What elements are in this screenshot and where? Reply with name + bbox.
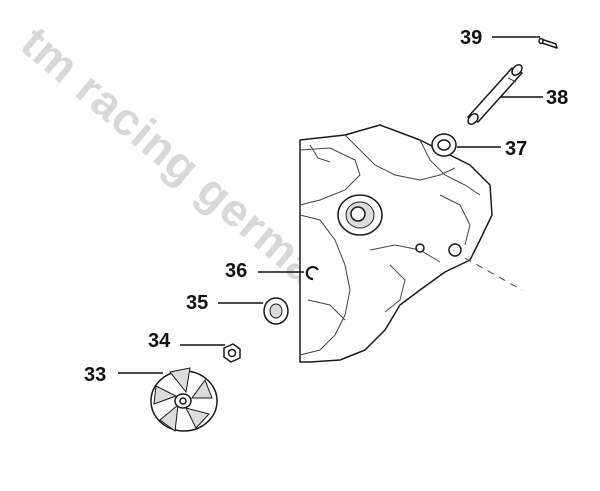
circlip-part bbox=[305, 265, 319, 281]
seal-ring-part bbox=[431, 133, 457, 157]
callout-37: 37 bbox=[505, 138, 527, 160]
callout-35: 35 bbox=[186, 292, 208, 314]
pin-part bbox=[538, 37, 558, 49]
callout-34: 34 bbox=[148, 330, 171, 352]
nut-part bbox=[223, 343, 241, 363]
impeller-part bbox=[150, 367, 218, 432]
shaft-part bbox=[467, 64, 523, 125]
callout-33: 33 bbox=[84, 364, 106, 386]
engine-case bbox=[299, 124, 523, 363]
washer-part bbox=[263, 297, 289, 325]
callout-39: 39 bbox=[460, 27, 482, 49]
callout-36: 36 bbox=[225, 260, 247, 282]
callout-38: 38 bbox=[546, 87, 568, 109]
